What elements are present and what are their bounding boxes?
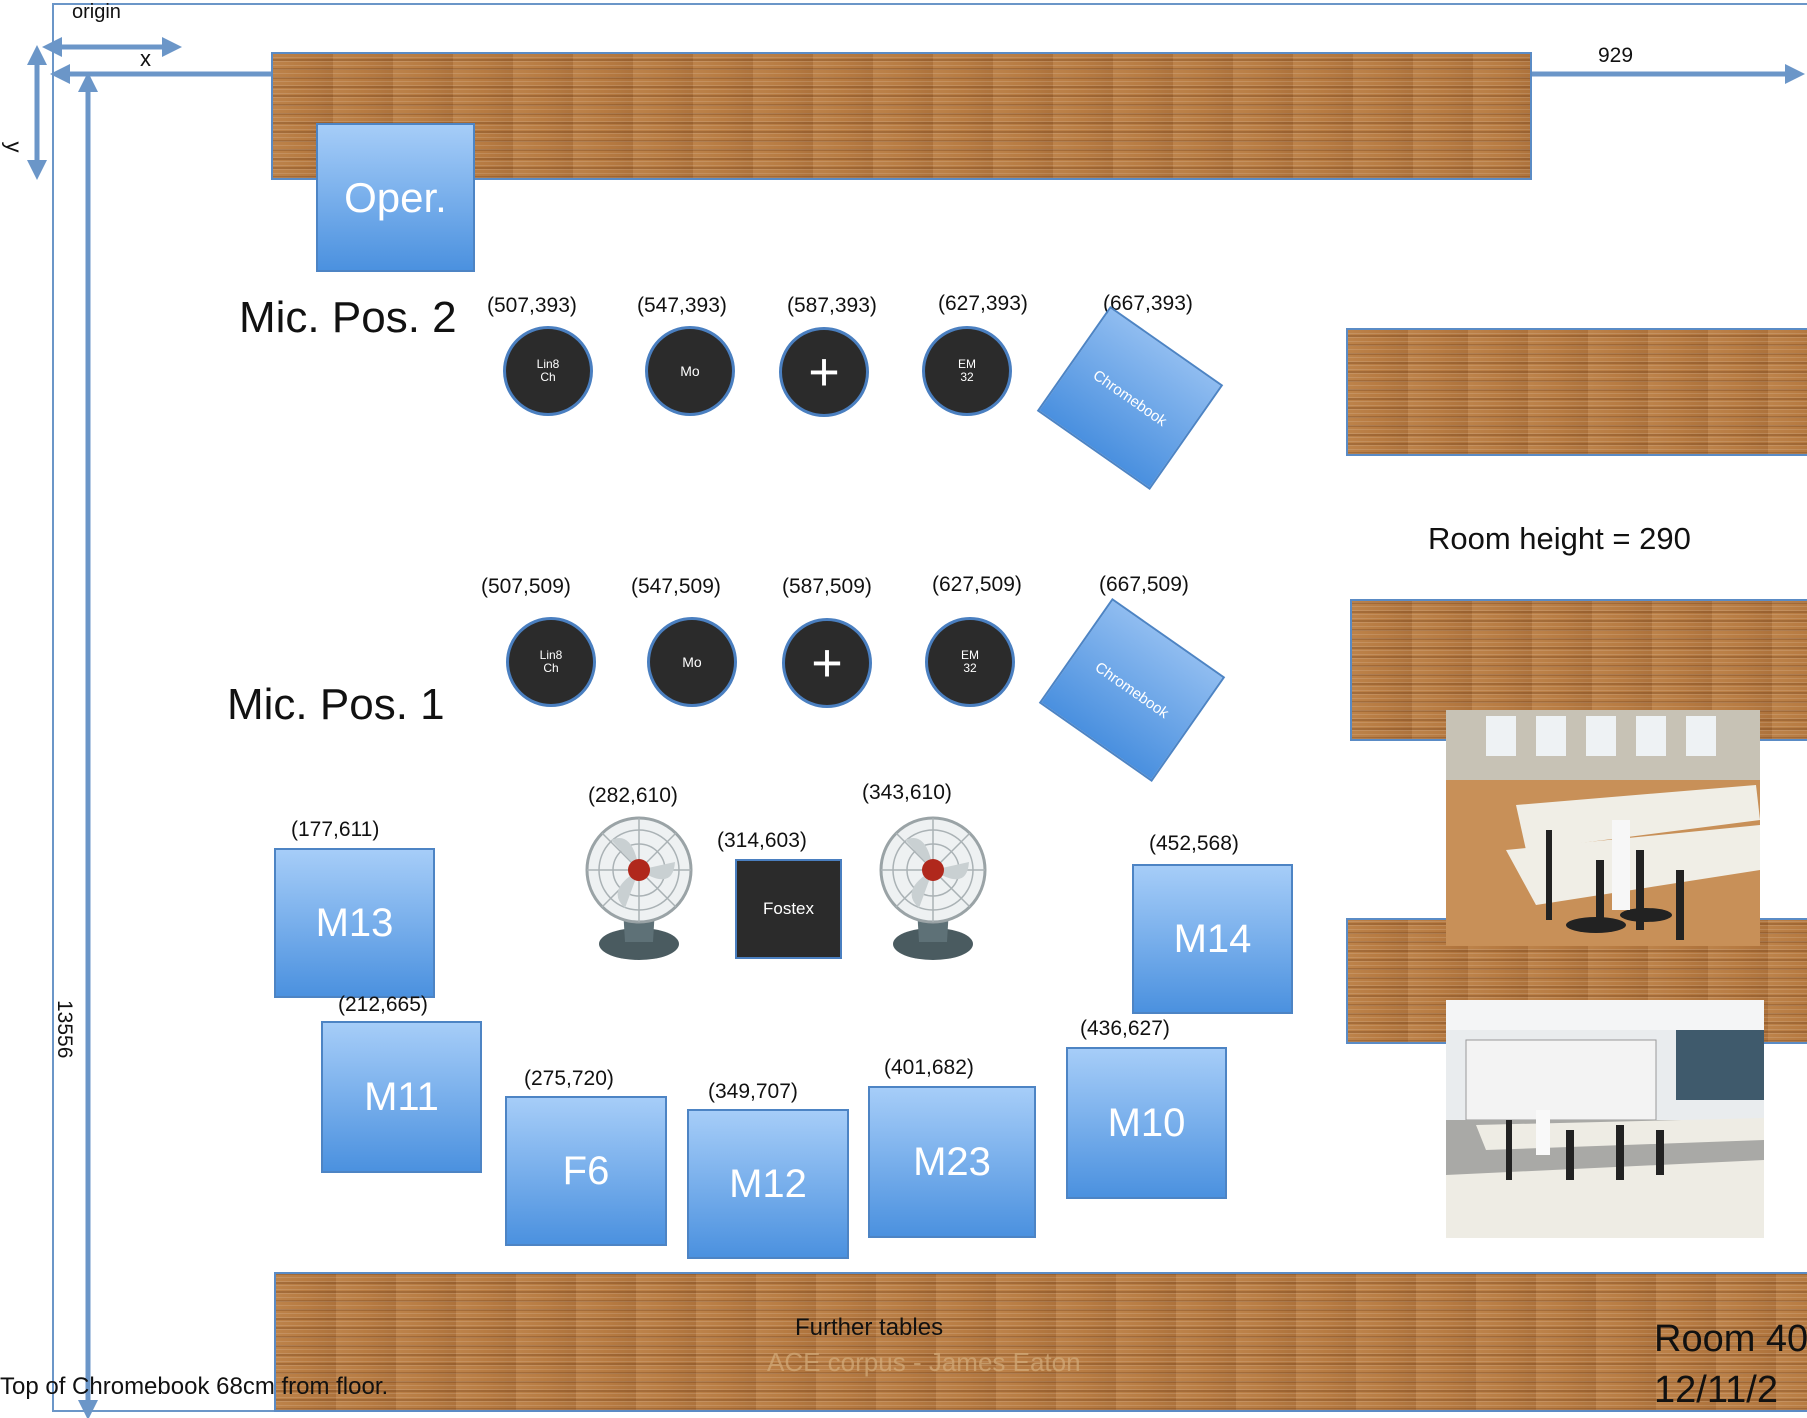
room-height-label: Room height = 290 — [1428, 521, 1691, 556]
watermark: ACE corpus - James Eaton — [767, 1347, 1081, 1377]
room-photo — [1446, 1000, 1764, 1238]
fan-left-coord: (282,610) — [588, 784, 678, 807]
mic-pos-2-label: Mic. Pos. 2 — [239, 293, 457, 342]
table-bottom — [274, 1272, 1807, 1412]
speaker-m13: M13 — [274, 848, 435, 998]
mic-em32: EM 32 — [925, 617, 1015, 707]
speaker-coord: (401,682) — [884, 1056, 974, 1079]
chromebook-coord: (667,393) — [1103, 292, 1193, 315]
fostex-coord: (314,603) — [717, 829, 807, 852]
mic-plus: + — [779, 327, 869, 417]
mic-mo-coord: (547,393) — [637, 294, 727, 317]
room-label: Room 40 — [1654, 1318, 1807, 1360]
speaker-coord: (452,568) — [1149, 832, 1239, 855]
y-axis-label: y — [1, 141, 27, 153]
mic-em32-coord: (627,393) — [938, 292, 1028, 315]
mic-lin8-coord: (507,509) — [481, 575, 571, 598]
mic-mo: Mo — [647, 617, 737, 707]
mic-plus-coord: (587,509) — [782, 575, 872, 598]
fostex-speaker: Fostex — [735, 859, 842, 959]
speaker-m10: M10 — [1066, 1047, 1227, 1199]
mic-mo-coord: (547,509) — [631, 575, 721, 598]
speaker-coord: (349,707) — [708, 1080, 798, 1103]
origin-label: origin — [72, 1, 121, 23]
speaker-m23: M23 — [868, 1086, 1036, 1238]
mic-lin8-ch: Lin8 Ch — [506, 617, 596, 707]
table-top — [271, 52, 1532, 180]
room-length-label: 13556 — [53, 1000, 76, 1059]
mic-em32: EM 32 — [922, 326, 1012, 416]
table-right-1 — [1346, 328, 1807, 456]
mic-em32-coord: (627,509) — [932, 573, 1022, 596]
speaker-m11: M11 — [321, 1021, 482, 1173]
mic-plus: + — [782, 618, 872, 708]
chromebook-coord: (667,509) — [1099, 573, 1189, 596]
mic-lin8-coord: (507,393) — [487, 294, 577, 317]
speaker-coord: (275,720) — [524, 1067, 614, 1090]
mic-plus-coord: (587,393) — [787, 294, 877, 317]
further-tables-label: Further tables — [795, 1314, 944, 1341]
speaker-coord: (177,611) — [291, 818, 380, 841]
date-label: 12/11/2 — [1654, 1369, 1778, 1411]
speaker-f6: F6 — [505, 1096, 667, 1246]
mic-pos-1-label: Mic. Pos. 1 — [227, 680, 445, 729]
footnote: Top of Chromebook 68cm from floor. — [0, 1373, 389, 1400]
mic-mo: Mo — [645, 326, 735, 416]
x-axis-label: x — [140, 46, 151, 71]
speaker-coord: (212,665) — [338, 993, 428, 1016]
fan-icon — [585, 816, 693, 960]
fan-right-coord: (343,610) — [862, 781, 952, 804]
room-width-label: 929 — [1598, 44, 1634, 67]
speaker-m14: M14 — [1132, 864, 1293, 1014]
operator-box: Oper. — [316, 123, 475, 272]
speaker-coord: (436,627) — [1080, 1017, 1170, 1040]
mic-lin8-ch: Lin8 Ch — [503, 326, 593, 416]
room-photo — [1446, 710, 1760, 946]
speaker-m12: M12 — [687, 1109, 849, 1259]
fan-icon — [879, 816, 987, 960]
